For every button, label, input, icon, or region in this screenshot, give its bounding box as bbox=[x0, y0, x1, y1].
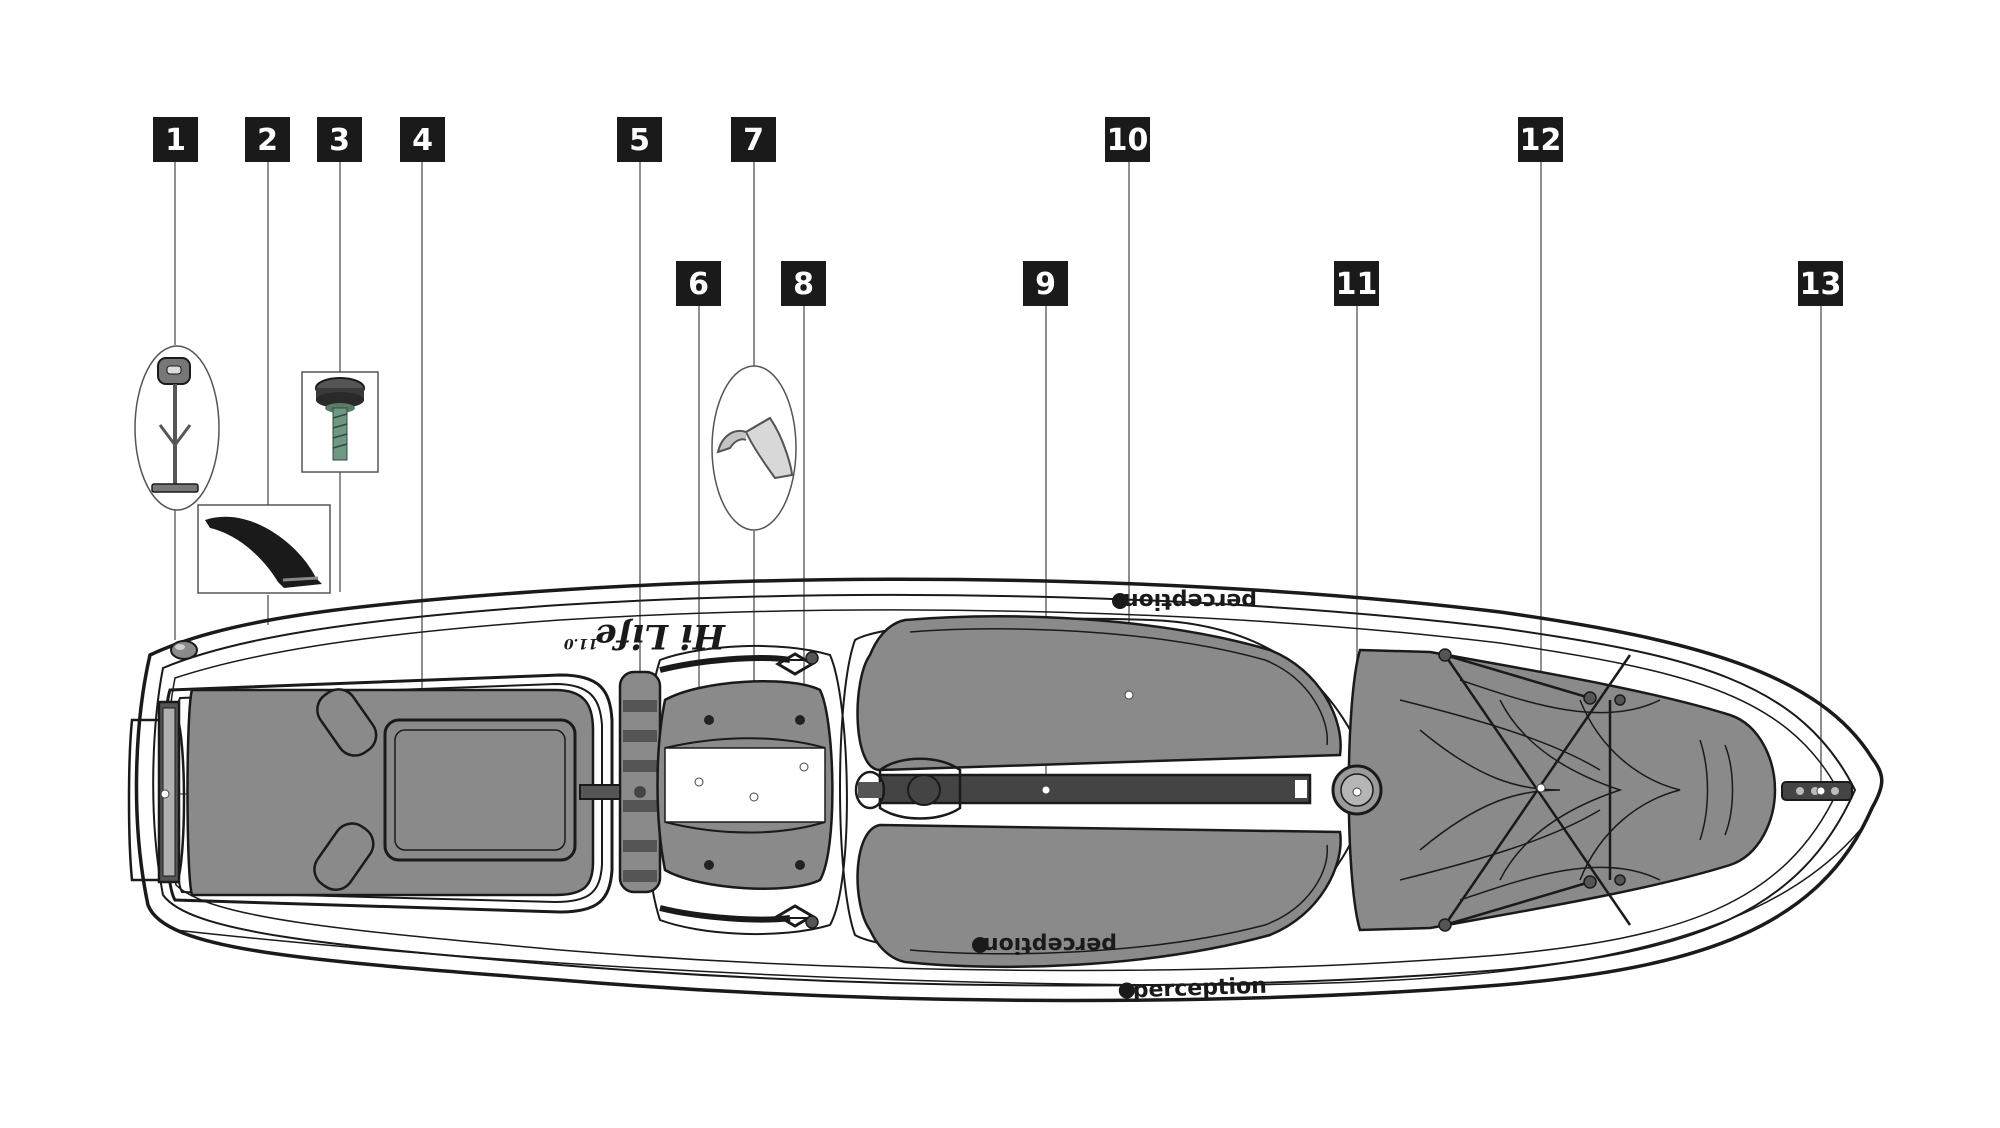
deck-logo-bottom: perception bbox=[972, 932, 1117, 957]
callout-11: 11 bbox=[1334, 261, 1379, 306]
svg-text:10: 10 bbox=[1107, 123, 1149, 158]
deck-pad-bottom bbox=[856, 823, 1342, 969]
svg-text:4: 4 bbox=[412, 123, 433, 158]
svg-text:perception: perception bbox=[1132, 974, 1267, 1004]
callout-13: 13 bbox=[1798, 261, 1843, 306]
drain-plug-on-deck bbox=[170, 640, 198, 660]
stern-tank-well bbox=[127, 673, 614, 914]
model-name-script: Hi Life 11.0 bbox=[564, 616, 726, 656]
svg-text:11: 11 bbox=[1336, 267, 1378, 302]
callout-2: 2 bbox=[245, 117, 290, 162]
callout-9: 9 bbox=[1023, 261, 1068, 306]
bungee-tie-downs bbox=[1438, 648, 1626, 932]
fin-icon bbox=[205, 516, 322, 588]
seat-backrest-clips bbox=[623, 700, 657, 882]
bow-deck-pad bbox=[1347, 648, 1777, 932]
svg-text:Hi Life: Hi Life bbox=[595, 616, 726, 656]
cup-holder-inset bbox=[711, 365, 797, 531]
seat-latch bbox=[634, 786, 646, 798]
svg-text:12: 12 bbox=[1520, 123, 1562, 158]
seat-rail-connector bbox=[579, 784, 621, 800]
deck-pad-top bbox=[856, 615, 1342, 772]
fin-inset bbox=[197, 504, 331, 594]
bow-deck bbox=[1347, 648, 1777, 932]
callout-12: 12 bbox=[1518, 117, 1563, 162]
callout-10: 10 bbox=[1105, 117, 1150, 162]
svg-text:2: 2 bbox=[257, 123, 278, 158]
callout-8: 8 bbox=[781, 261, 826, 306]
stern-grip-recess-bottom bbox=[313, 822, 375, 891]
callout-7: 7 bbox=[731, 117, 776, 162]
svg-text:7: 7 bbox=[743, 123, 764, 158]
seat-area bbox=[579, 644, 848, 936]
bow-hatch bbox=[1331, 764, 1383, 816]
hull-gunwale-line bbox=[152, 593, 1857, 987]
callout-3: 3 bbox=[317, 117, 362, 162]
fin-screw-inset bbox=[301, 371, 379, 473]
callout-1: 1 bbox=[153, 117, 198, 162]
svg-text:9: 9 bbox=[1035, 267, 1056, 302]
cup-holder-icon bbox=[716, 416, 794, 480]
callout-4: 4 bbox=[400, 117, 445, 162]
svg-text:8: 8 bbox=[793, 267, 814, 302]
cup-holder-recess bbox=[878, 757, 962, 820]
callout-6: 6 bbox=[676, 261, 721, 306]
svg-text:perception: perception bbox=[983, 932, 1117, 957]
seat-strap-top bbox=[659, 655, 812, 673]
deck-bungee-rail bbox=[878, 773, 1312, 805]
fin-screw-icon bbox=[315, 377, 365, 461]
stern-grip-recess-top bbox=[316, 688, 378, 757]
svg-text:11.0: 11.0 bbox=[564, 635, 598, 651]
svg-text:perception: perception bbox=[1123, 588, 1257, 613]
svg-text:6: 6 bbox=[688, 267, 709, 302]
seat-buckle-bottom bbox=[775, 904, 819, 929]
bow-carry-handle bbox=[1781, 781, 1853, 801]
svg-text:3: 3 bbox=[329, 123, 350, 158]
center-hatch-ring bbox=[854, 770, 886, 810]
standing-deck bbox=[839, 615, 1371, 969]
seat-buckle-top bbox=[775, 651, 819, 676]
drain-plug-inset bbox=[134, 345, 220, 511]
deck-logo-top: perception bbox=[1112, 588, 1257, 613]
rear-tank-recess bbox=[383, 718, 577, 862]
callout-5: 5 bbox=[617, 117, 662, 162]
drain-plug-icon bbox=[151, 357, 199, 493]
svg-text:1: 1 bbox=[165, 123, 186, 158]
hull-deck-line bbox=[166, 609, 1839, 972]
hull-side-logo: perception bbox=[1118, 974, 1267, 1004]
hull-outline bbox=[134, 577, 1884, 1003]
svg-text:5: 5 bbox=[629, 123, 650, 158]
svg-text:13: 13 bbox=[1800, 267, 1842, 302]
